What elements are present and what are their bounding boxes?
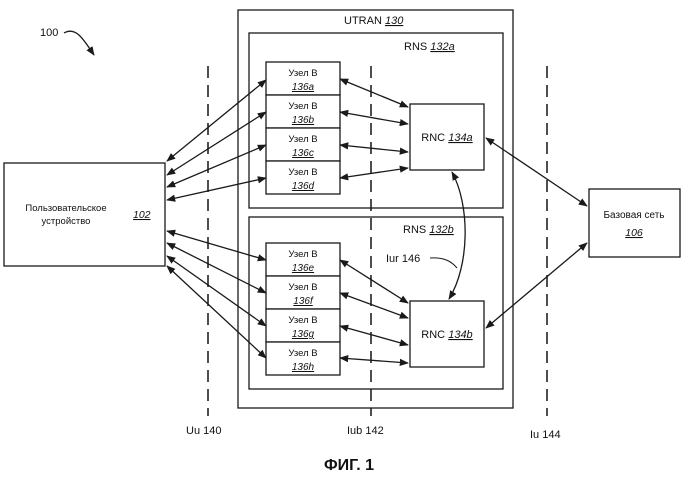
node-b-136c: Узел В 136c — [266, 128, 340, 161]
rnc-134b: RNC 134b — [410, 301, 484, 367]
node-b-ref: 136a — [292, 82, 315, 93]
node-b-ref: 136e — [292, 263, 315, 274]
iur-label: Iur 146 — [386, 253, 420, 265]
iu-label: Iu 144 — [530, 429, 561, 441]
node-b-136h: Узел В 136h — [266, 342, 340, 375]
rns-b-title: RNS 132b — [403, 224, 454, 236]
iur-leader — [430, 258, 457, 268]
node-b-136f: Узел В 136f — [266, 276, 340, 309]
node-b-label: Узел В — [288, 101, 317, 112]
nodeb-rnc-links — [340, 79, 408, 363]
node-b-label: Узел В — [288, 249, 317, 260]
core-ref: 106 — [625, 227, 643, 239]
ue-ref: 102 — [133, 209, 151, 221]
node-b-136b: Узел В 136b — [266, 95, 340, 128]
rnc-core-links — [486, 138, 587, 328]
ue-line2: устройство — [42, 216, 91, 227]
user-equipment-102: Пользовательское устройство 102 — [4, 163, 165, 266]
node-b-label: Узел В — [288, 167, 317, 178]
utran-title: UTRAN 130 — [344, 15, 404, 27]
rnc-b-label: RNC 134b — [421, 329, 472, 341]
node-b-label: Узел В — [288, 68, 317, 79]
node-b-label: Узел В — [288, 348, 317, 359]
ue-line1: Пользовательское — [25, 203, 106, 214]
node-b-136g: Узел В 136g — [266, 309, 340, 342]
node-b-label: Узел В — [288, 315, 317, 326]
rns-a-title: RNS 132a — [404, 41, 455, 53]
rnc-134a: RNC 134a — [410, 104, 484, 170]
ue-nodeb-links — [167, 80, 266, 358]
core-network-106: Базовая сеть 106 — [589, 189, 680, 257]
node-b-136d: Узел В 136d — [266, 161, 340, 194]
rnc-a-label: RNC 134a — [421, 132, 472, 144]
core-label: Базовая сеть — [603, 210, 664, 221]
iub-label: Iub 142 — [347, 425, 384, 437]
node-b-ref: 136d — [292, 181, 315, 192]
ref-100-label: 100 — [40, 27, 58, 39]
node-b-136a: Узел В 136a — [266, 62, 340, 95]
node-b-label: Узел В — [288, 282, 317, 293]
node-b-ref: 136c — [292, 148, 314, 159]
node-b-136e: Узел В 136e — [266, 243, 340, 276]
node-b-ref: 136b — [292, 115, 315, 126]
node-b-ref: 136f — [293, 296, 314, 307]
node-b-ref: 136g — [292, 329, 315, 340]
ref-100-arrow — [64, 31, 94, 55]
uu-label: Uu 140 — [186, 425, 221, 437]
node-b-label: Узел В — [288, 134, 317, 145]
figure-caption: ФИГ. 1 — [324, 457, 374, 474]
node-b-ref: 136h — [292, 362, 315, 373]
